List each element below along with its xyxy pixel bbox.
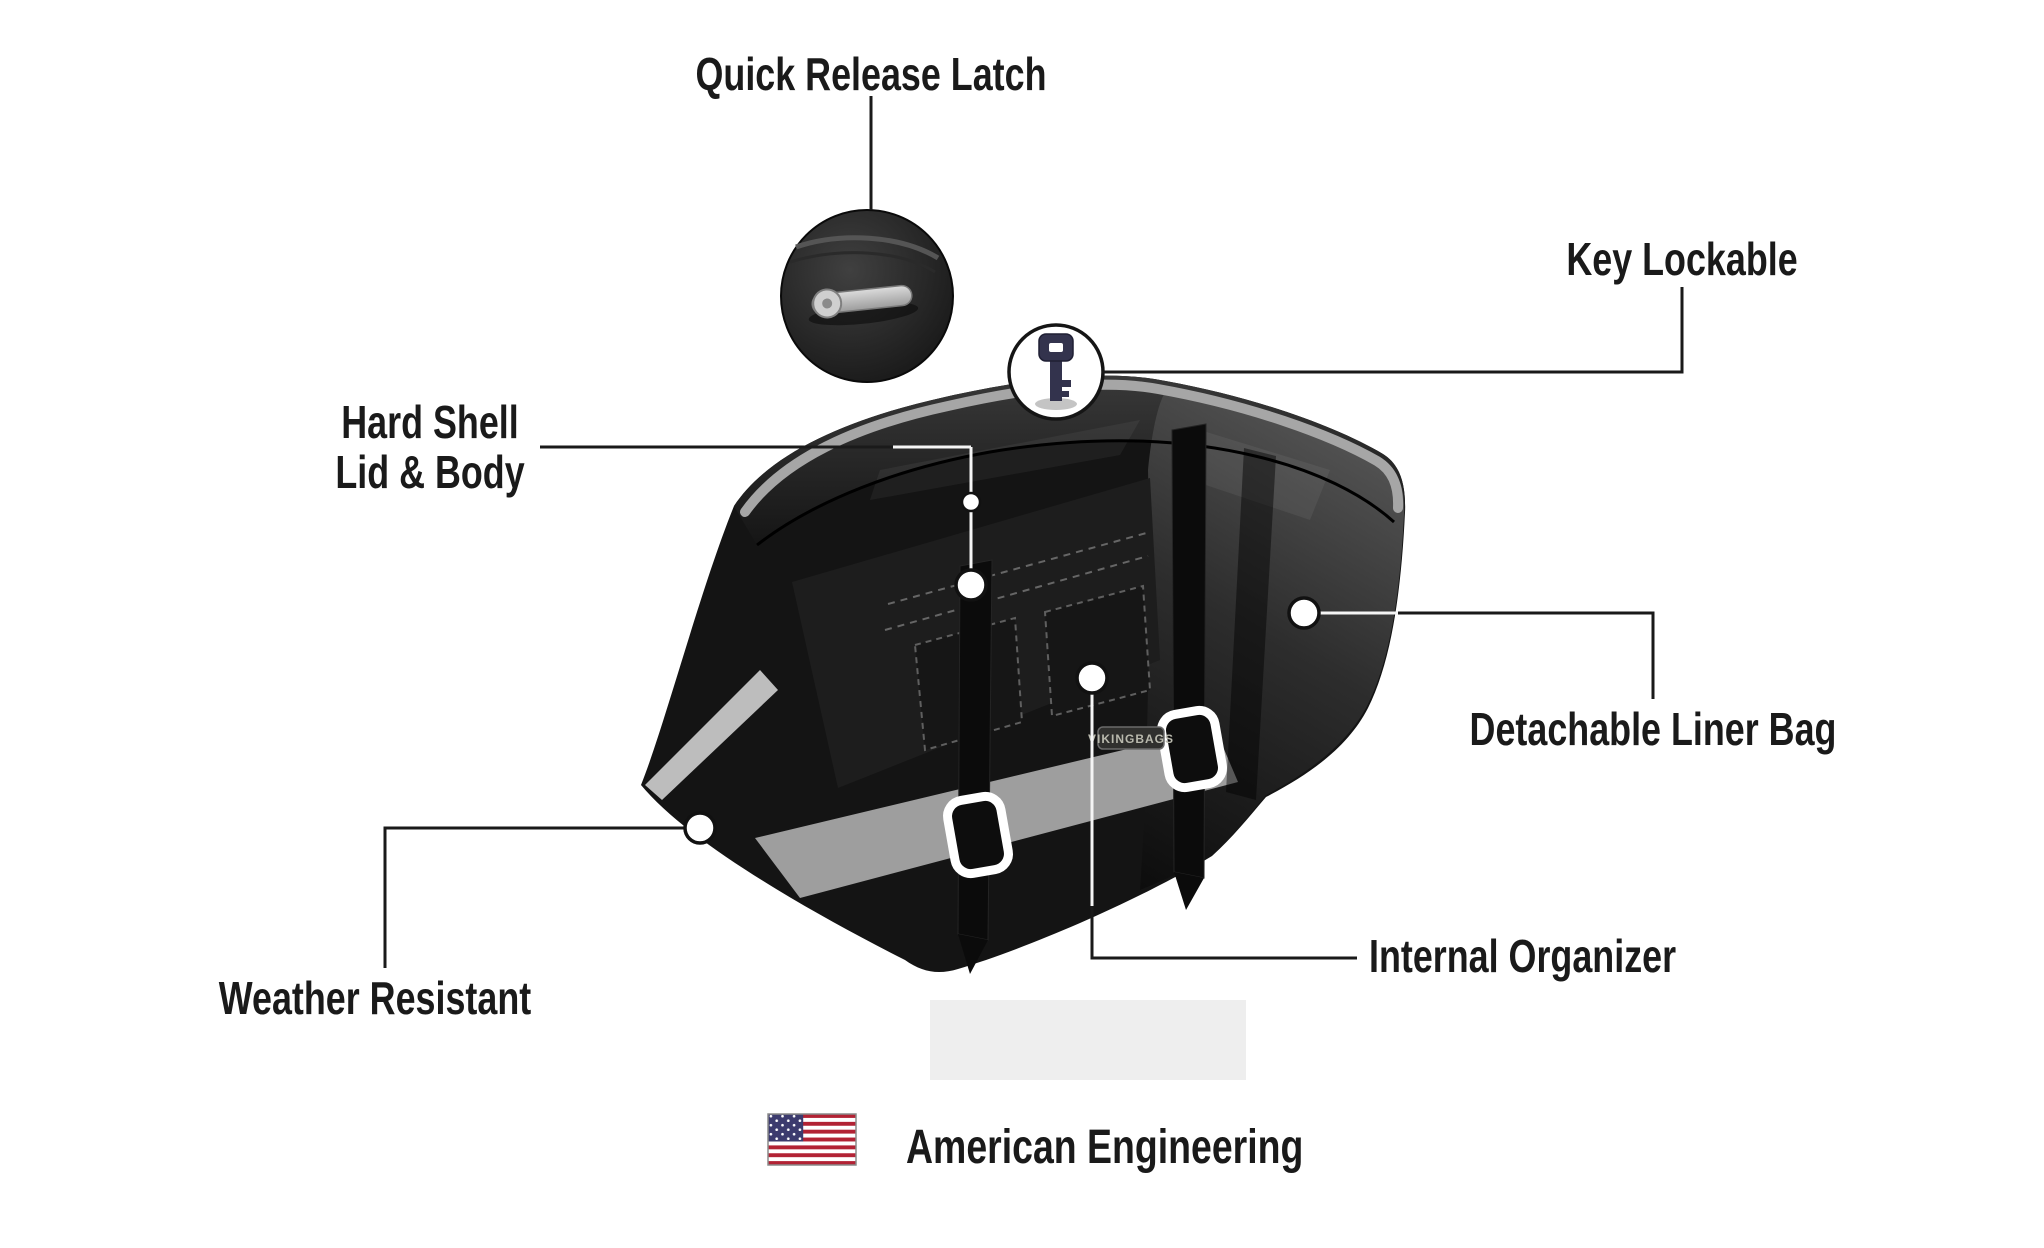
left-accent-stripe <box>645 670 778 800</box>
organizer-stitch-row <box>887 531 1151 605</box>
organizer-pocket <box>1043 584 1152 718</box>
brand-plate <box>1097 726 1165 750</box>
saddlebag-illustration: VIKINGBAGS <box>641 375 1406 1080</box>
callout-line-internal <box>1090 906 1357 960</box>
latch-closeup-inset <box>780 209 954 383</box>
marker-dot-weather-resistant <box>683 811 717 845</box>
organizer-stitch-row <box>884 555 1149 631</box>
key-tooth <box>1062 380 1071 387</box>
key-head-slot <box>1049 343 1063 352</box>
buckle-right <box>1157 705 1227 793</box>
callout-line-weather <box>383 826 686 968</box>
marker-dot-detachable-liner <box>1287 596 1321 630</box>
callout-lines <box>383 96 1684 968</box>
strap-left <box>957 559 993 941</box>
callout-label-hard-shell: Hard Shell Lid & Body <box>335 396 525 498</box>
right-face-highlight <box>1185 430 1330 520</box>
key-shaft <box>1050 359 1062 401</box>
buckle-left <box>943 791 1013 879</box>
strap-right-tip <box>1174 872 1204 910</box>
bag-bottom-reflection <box>930 1000 1246 1080</box>
marker-dot-internal-organizer <box>1075 661 1109 695</box>
callout-label-hard-shell-line1: Hard Shell <box>341 396 519 448</box>
latch-pivot-center <box>822 298 833 309</box>
lid-accent-stripe <box>740 379 1404 517</box>
marker-dot-hard-shell <box>954 568 988 602</box>
footer-label-american-engineering: American Engineering <box>906 1121 1304 1174</box>
lid-highlight <box>870 420 1140 500</box>
latch-seam-line <box>789 251 936 274</box>
marker-dot-hard-shell-small <box>960 491 982 513</box>
right-face-shadow-band <box>1226 448 1276 800</box>
callout-line-key-lockable <box>1102 287 1684 374</box>
callout-label-hard-shell-line2: Lid & Body <box>335 445 525 498</box>
callout-markers <box>683 491 1321 845</box>
callout-label-quick-release-latch: Quick Release Latch <box>695 48 1047 100</box>
us-flag-icon <box>767 1113 857 1166</box>
lid-body-seam <box>756 439 1396 547</box>
callout-label-key-lockable: Key Lockable <box>1566 233 1798 285</box>
strap-left-tip <box>958 934 988 974</box>
callout-label-detachable-liner-bag: Detachable Liner Bag <box>1469 703 1837 755</box>
key-icon <box>1035 333 1077 410</box>
key-lock-inset <box>1007 323 1105 421</box>
key-tooth <box>1062 391 1069 397</box>
latch-seam-line <box>795 235 940 261</box>
callout-label-internal-organizer: Internal Organizer <box>1369 930 1677 982</box>
callout-label-weather-resistant: Weather Resistant <box>218 972 532 1024</box>
key-base <box>1035 398 1077 410</box>
callout-line-detachable <box>1398 611 1655 699</box>
quick-release-latch-closeup-icon <box>808 284 919 326</box>
brand-plate-text: VIKINGBAGS <box>1088 732 1174 746</box>
strap-right <box>1171 423 1207 879</box>
